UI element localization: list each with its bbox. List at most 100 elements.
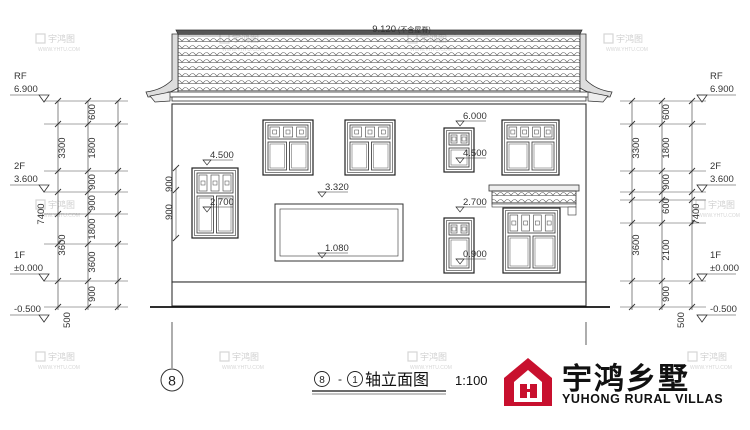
lattice-knot <box>367 129 373 135</box>
level-value: -0.500 <box>710 304 737 315</box>
dim-tick <box>628 277 636 285</box>
level-name: 2F <box>710 161 721 172</box>
windows <box>191 119 561 274</box>
window-pane-inner <box>450 149 468 166</box>
watermark-url: WWW.YHTU.COM <box>606 47 648 53</box>
level-name: RF <box>14 71 27 82</box>
dim-1800: 1800 <box>661 137 672 158</box>
lattice-knot <box>461 226 467 232</box>
lattice-cell <box>533 214 542 232</box>
level-triangle <box>38 314 50 323</box>
lattice-cell <box>544 214 554 232</box>
watermark-icon <box>35 33 46 44</box>
window-pane <box>531 141 555 171</box>
dim-tick <box>114 240 122 248</box>
level-triangle <box>696 273 708 282</box>
dim-2100: 2100 <box>661 239 672 260</box>
lattice-knot <box>354 129 359 135</box>
annotation-labels: 6001800900900180036009003300360074005006… <box>14 71 739 328</box>
window-pane <box>506 141 530 171</box>
window <box>443 127 475 173</box>
dim-tick <box>658 167 666 175</box>
lattice-frame <box>506 124 555 140</box>
lattice-frame <box>448 222 470 236</box>
window-inner-frame <box>446 220 472 271</box>
lattice-cell <box>460 224 468 234</box>
dim-7400: 7400 <box>691 203 702 224</box>
dim-tick <box>688 120 696 128</box>
window <box>502 207 561 274</box>
elev-3320 <box>317 191 348 198</box>
dim-tick <box>688 277 696 285</box>
drawing-title: 8 - 1 轴立面图 1:100 <box>312 371 488 395</box>
elev-1080 <box>317 252 348 259</box>
brand-logo: 宇鸿乡墅 YUHONG RURAL VILLAS <box>500 352 740 414</box>
lattice-knot <box>272 129 277 135</box>
dim-600: 600 <box>661 198 672 214</box>
lattice-cell <box>509 214 519 232</box>
wall-plaque <box>274 203 404 262</box>
watermark-text: 宇鸿图 <box>700 351 727 362</box>
window-pane-inner <box>509 237 529 267</box>
title-axis-start: 8 <box>319 375 325 386</box>
lattice-knot <box>285 129 291 135</box>
dimension-lines <box>10 94 736 323</box>
watermark-icon <box>219 351 230 362</box>
lattice-cell <box>351 126 362 138</box>
dim-tick <box>54 303 62 311</box>
lattice-knot <box>461 136 467 142</box>
lattice-cell <box>365 126 375 138</box>
dim-900: 900 <box>661 286 672 302</box>
window-inner-frame <box>347 122 393 173</box>
dim-3300: 3300 <box>631 137 642 158</box>
dim-tick <box>658 196 666 204</box>
lattice-frame <box>349 124 391 140</box>
dim-tick <box>658 120 666 128</box>
dim-tick <box>84 120 92 128</box>
dim-tick <box>114 120 122 128</box>
window <box>443 217 475 274</box>
dim-tick <box>172 164 180 172</box>
window-pane <box>371 141 391 171</box>
window-inner-frame <box>446 130 472 170</box>
lattice-knot <box>299 129 304 135</box>
watermark-url: WWW.YHTU.COM <box>410 365 452 371</box>
window-pane <box>216 195 234 234</box>
window-pane-inner <box>218 197 232 232</box>
dim-900: 900 <box>661 174 672 190</box>
dim-tick <box>84 240 92 248</box>
elev-4500 <box>202 159 233 166</box>
dim-tick <box>84 167 92 175</box>
watermark-icon <box>407 351 418 362</box>
watermark-text: 宇鸿图 <box>48 33 75 44</box>
watermark-text: 宇鸿图 <box>616 33 643 44</box>
lattice-cell <box>543 126 553 138</box>
lattice-knot <box>510 129 516 135</box>
elev-1080-label: 1.080 <box>325 243 349 254</box>
dim-tick <box>688 219 696 227</box>
dim-tick <box>688 97 696 105</box>
window-pane <box>448 147 470 168</box>
lattice-cell <box>460 134 468 144</box>
elev-2700-label: 2.700 <box>210 197 234 208</box>
lattice-knot <box>546 220 552 226</box>
level-marker <box>10 273 50 282</box>
title-axis-end: 1 <box>352 375 358 386</box>
window-inner-frame <box>504 122 557 173</box>
dim-tick <box>628 97 636 105</box>
elev-2700 <box>455 206 486 213</box>
lattice-knot <box>545 129 551 135</box>
dim-tick <box>54 240 62 248</box>
window-pane <box>507 235 531 269</box>
level-marker <box>696 314 736 323</box>
dim-tick <box>628 219 636 227</box>
level-triangle <box>38 184 50 193</box>
dim-tick <box>658 277 666 285</box>
dim-tick <box>84 188 92 196</box>
lattice-cell <box>222 174 232 192</box>
dim-tick <box>114 97 122 105</box>
